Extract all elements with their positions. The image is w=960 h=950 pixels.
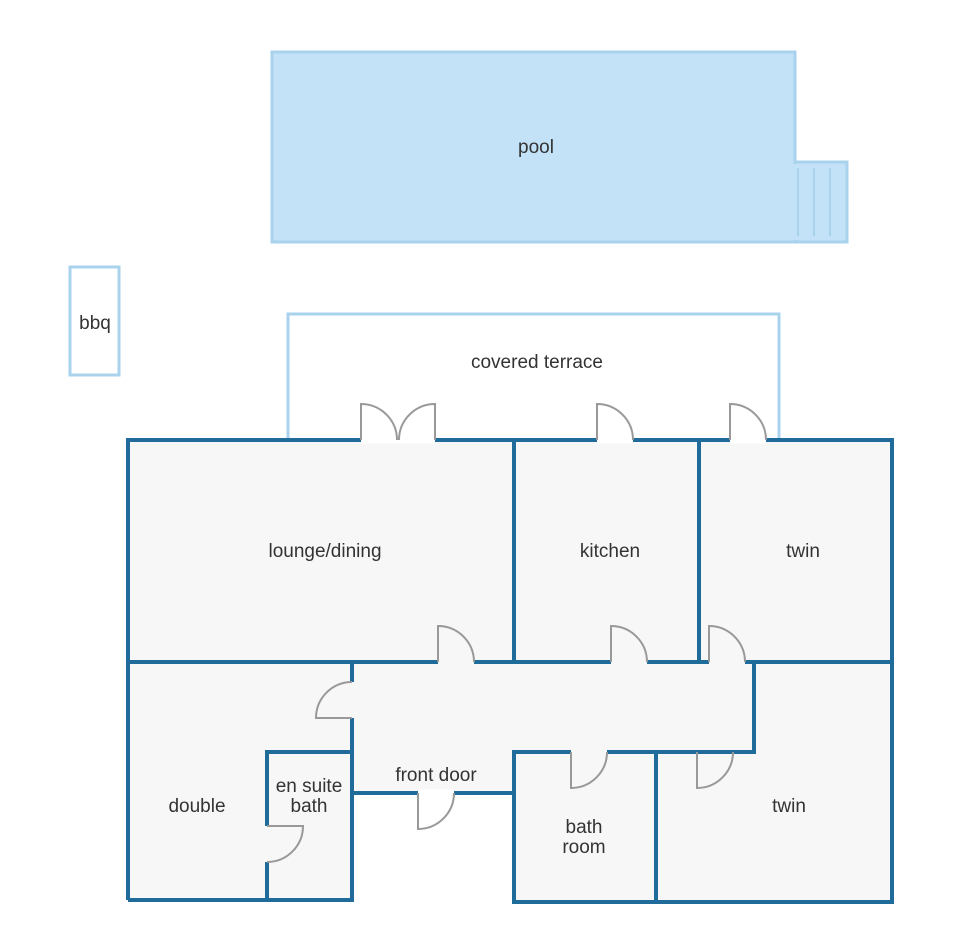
wall [126, 438, 894, 904]
pool-steps [793, 160, 849, 244]
door-swing [266, 825, 305, 863]
bath-room-label-line1: bath [566, 817, 603, 838]
en-suite-label-line2: bath [291, 796, 328, 817]
wall [512, 662, 756, 904]
floor-main [128, 440, 892, 900]
door-swing [314, 681, 353, 719]
bbq-label: bbq [79, 313, 111, 334]
room-floors [128, 440, 892, 900]
door-swing [417, 792, 455, 831]
twin-bottom-label: twin [772, 796, 806, 817]
bbq-outline [68, 265, 121, 377]
door-swing [596, 402, 634, 441]
door-swing [570, 751, 608, 790]
room-labels: lounge/dining kitchen twin double en sui… [168, 541, 819, 858]
door-swing [398, 402, 436, 441]
bbq: bbq [68, 265, 121, 377]
door-swing [729, 402, 767, 441]
door-swing [437, 624, 475, 663]
pool-label: pool [518, 137, 554, 158]
kitchen-label: kitchen [580, 541, 640, 562]
lounge-dining-label: lounge/dining [268, 541, 381, 562]
en-suite-label-line1: en suite [276, 776, 343, 797]
door-swing [610, 624, 648, 663]
covered-terrace-label: covered terrace [471, 352, 603, 373]
bath-room-label-line2: room [562, 837, 605, 858]
double-label: double [168, 796, 225, 817]
covered-terrace: covered terrace [286, 312, 781, 440]
door-swing [696, 751, 734, 790]
doors [266, 402, 767, 863]
door-swing [708, 624, 746, 663]
pool-basin [270, 50, 797, 244]
terrace-outline [286, 312, 781, 440]
door-swing [360, 402, 398, 441]
twin-top-label: twin [786, 541, 820, 562]
walls [126, 438, 894, 904]
pool: pool [270, 50, 849, 244]
front-door-label: front door [395, 765, 477, 786]
wall [128, 662, 354, 902]
